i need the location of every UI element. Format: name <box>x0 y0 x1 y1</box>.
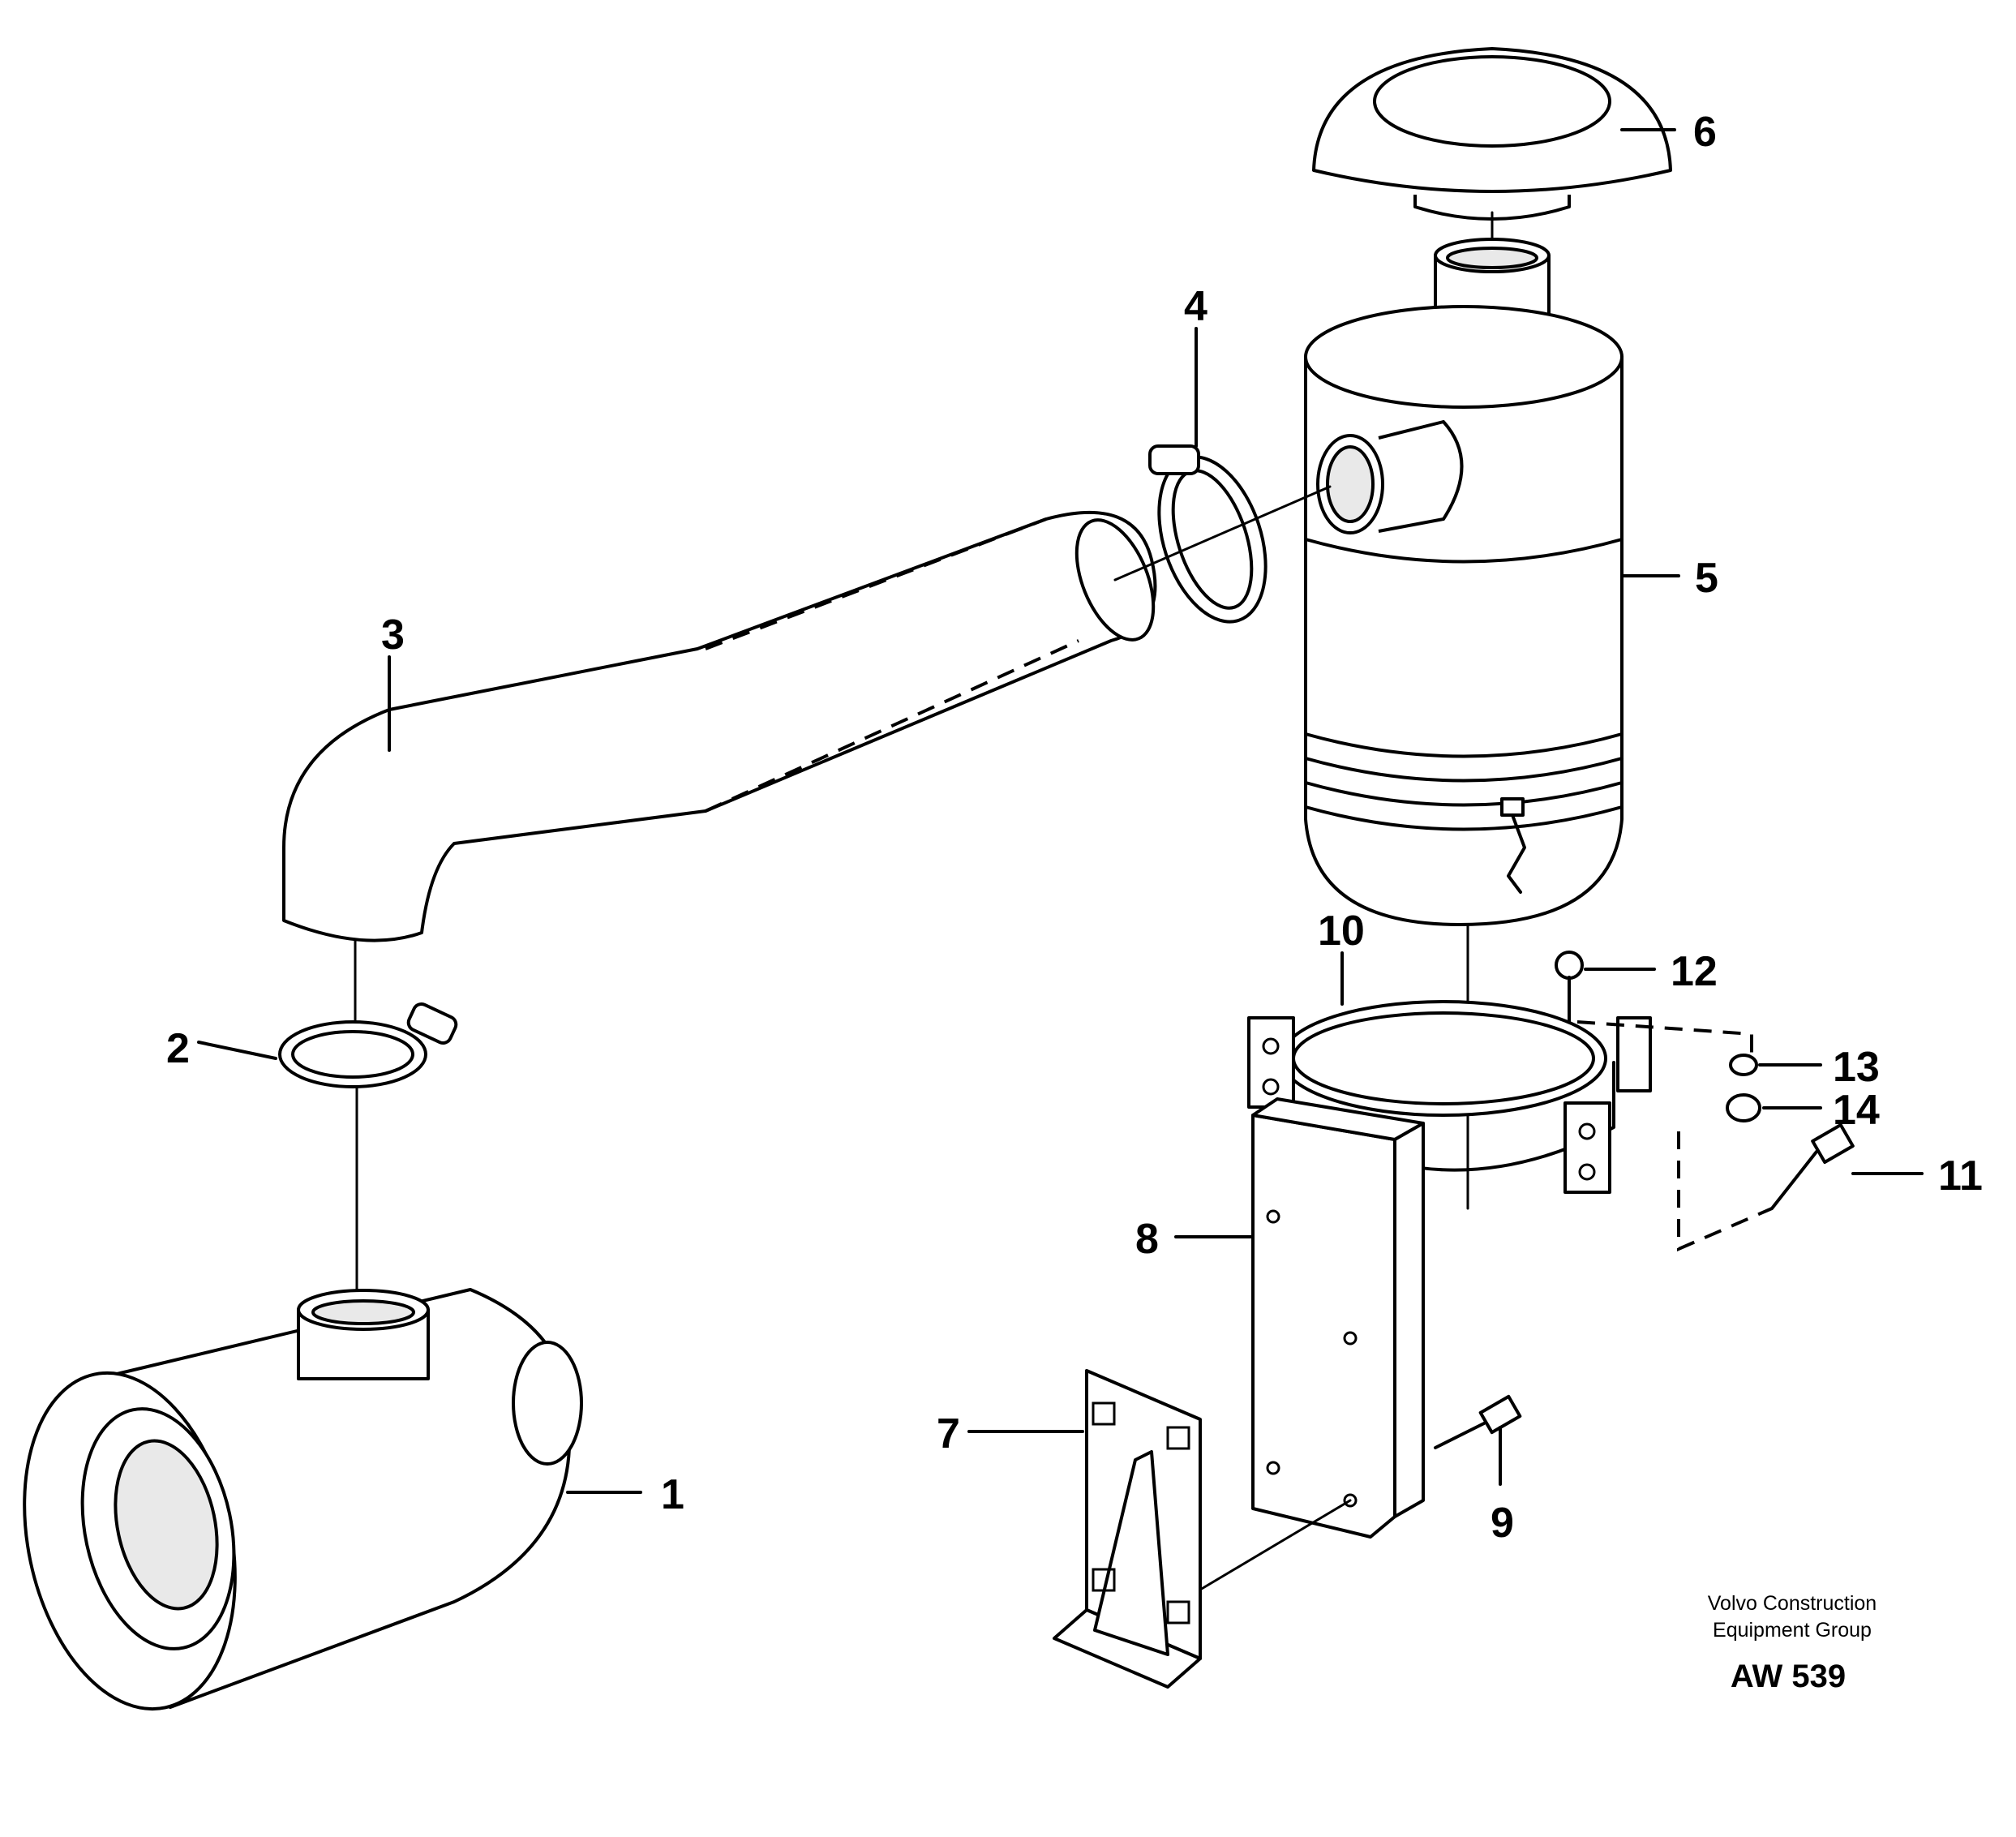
footer-division: Equipment Group <box>1713 1619 1872 1642</box>
drawing-number: AW 539 <box>1731 1659 1846 1694</box>
callout-6: 6 <box>1693 109 1717 156</box>
part-11-screw <box>1677 1123 1855 1252</box>
part-4-hose-clamp <box>1148 327 1268 624</box>
callout-labels: 1 2 3 4 5 6 7 8 9 10 11 12 13 14 <box>166 109 1983 1547</box>
callout-1: 1 <box>661 1471 684 1518</box>
part-7-angle-bracket <box>1053 1369 1202 1689</box>
part-6-rain-cap <box>1312 47 1672 273</box>
drawing-footer: Volvo Construction Equipment Group AW 53… <box>1708 1592 1877 1694</box>
leader-lines <box>197 128 1924 1494</box>
part-5-air-cleaner <box>1304 238 1624 1210</box>
callout-8: 8 <box>1135 1216 1159 1263</box>
callout-10: 10 <box>1318 908 1365 955</box>
part-10-band-clamp <box>1247 1000 1652 1194</box>
callout-7: 7 <box>937 1410 960 1457</box>
callout-14: 14 <box>1833 1087 1880 1134</box>
callout-11: 11 <box>1938 1152 1983 1200</box>
callout-4: 4 <box>1184 283 1207 330</box>
footer-company: Volvo Construction <box>1708 1592 1877 1615</box>
part-12-screw <box>1555 951 1753 1062</box>
part-14-nut <box>1726 1093 1761 1122</box>
callout-2: 2 <box>166 1025 190 1072</box>
part-1-pre-cleaner <box>23 1288 583 1711</box>
callout-5: 5 <box>1695 555 1718 602</box>
part-13-washer <box>1729 1054 1758 1076</box>
callout-13: 13 <box>1833 1044 1880 1091</box>
part-2-hose-clamp <box>278 1002 458 1316</box>
callout-12: 12 <box>1671 948 1718 995</box>
part-9-bolt <box>1434 1394 1522 1449</box>
callout-9: 9 <box>1491 1500 1514 1547</box>
part-3-hose <box>282 485 1332 1024</box>
callout-3: 3 <box>381 612 405 659</box>
part-8-bracket-column <box>1199 1097 1425 1591</box>
